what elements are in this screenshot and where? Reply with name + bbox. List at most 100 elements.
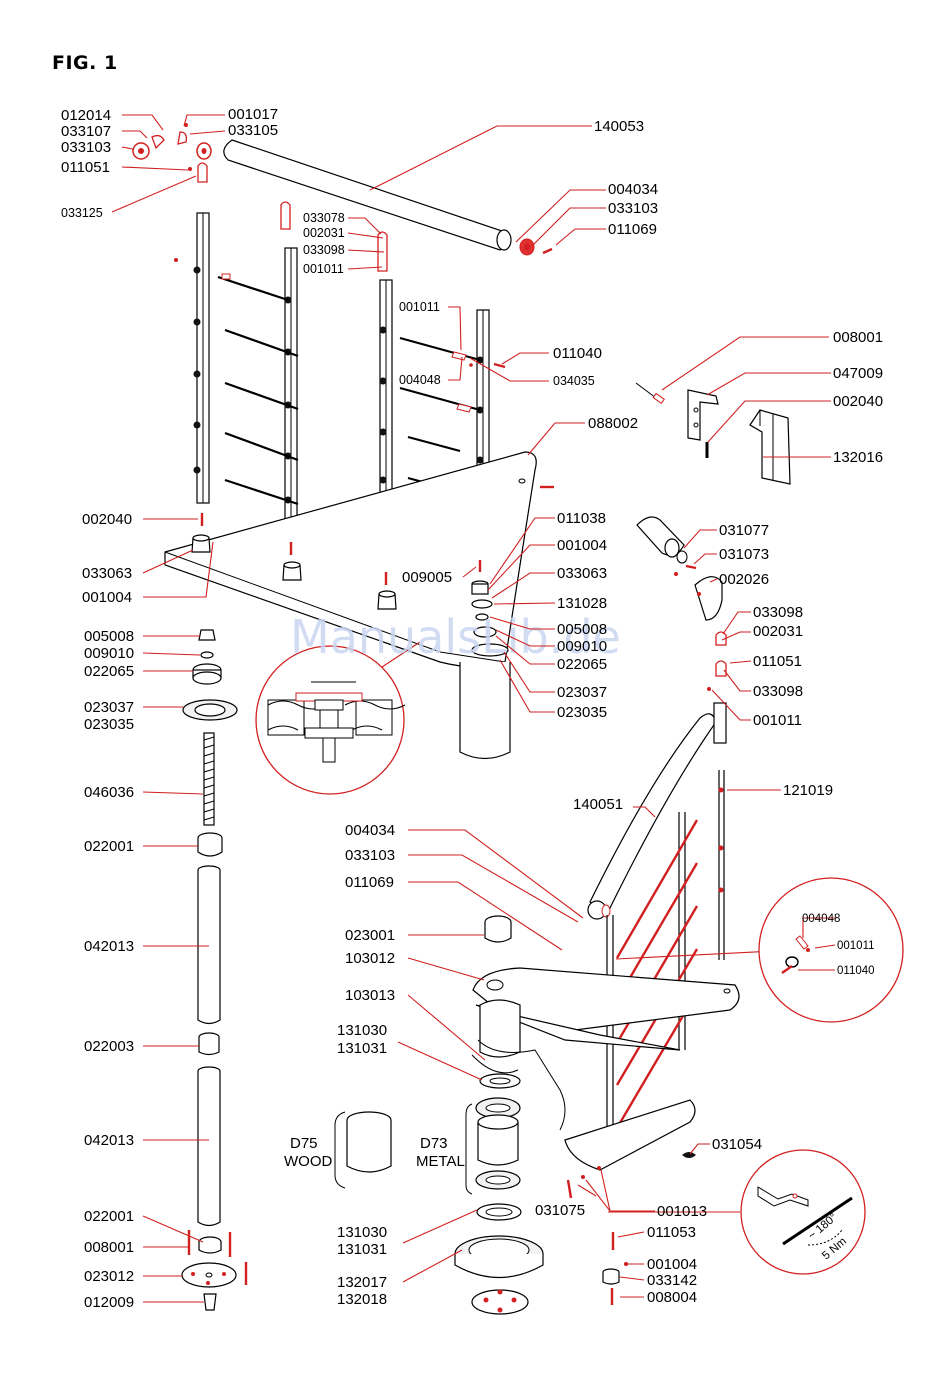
coupler-022003	[198, 1032, 220, 1056]
cap-023001	[484, 915, 512, 943]
label-001013: 001013	[657, 1203, 707, 1220]
label-033098-c: 033098	[753, 683, 803, 700]
wall-bracket-047009	[635, 382, 719, 458]
label-004034: 004034	[608, 181, 658, 198]
label-004048: 004048	[399, 373, 441, 387]
label-033103-c: 033103	[345, 847, 395, 864]
label-009010: 009010	[84, 645, 134, 662]
label-034035: 034035	[553, 374, 595, 388]
label-121019: 121019	[783, 782, 833, 799]
small-hardware-lower	[566, 1152, 696, 1305]
washer-ring-131031	[476, 1203, 522, 1221]
detail-circle-torque	[740, 1149, 866, 1275]
label-033063: 033063	[82, 565, 132, 582]
base-disc-132017	[454, 1235, 544, 1315]
spacer-d73-metal	[465, 1097, 521, 1195]
label-023012: 023012	[84, 1268, 134, 1285]
center-column-upper	[459, 662, 511, 760]
label-009010-b: 009010	[557, 638, 607, 655]
label-103013: 103013	[345, 987, 395, 1004]
end-cap-004034	[519, 238, 553, 256]
baluster-121019	[713, 702, 727, 960]
label-009005: 009005	[402, 569, 452, 586]
column-tube-042013-b	[197, 1066, 221, 1227]
label-001017: 001017	[228, 106, 278, 123]
label-011053: 011053	[647, 1224, 696, 1241]
label-033078: 033078	[303, 211, 345, 225]
label-011069: 011069	[608, 221, 657, 238]
label-031073: 031073	[719, 546, 769, 563]
label-042013-b: 042013	[84, 1132, 134, 1149]
label-042013: 042013	[84, 938, 134, 955]
label-001011-b: 001011	[399, 300, 440, 314]
handrail-section-031077	[636, 516, 723, 621]
label-011051-b: 011051	[753, 653, 802, 670]
label-002031: 002031	[303, 226, 345, 240]
label-023035: 023035	[84, 716, 134, 733]
label-022003: 022003	[84, 1038, 134, 1055]
baluster-post-2	[280, 201, 298, 531]
label-001011-d: 001011	[837, 940, 875, 952]
base-plate-023012	[181, 1230, 248, 1311]
label-002031-b: 002031	[753, 623, 803, 640]
label-022001: 022001	[84, 838, 134, 855]
label-d75: D75	[290, 1135, 318, 1152]
label-131030-b: 131030	[337, 1224, 387, 1241]
label-132018: 132018	[337, 1291, 387, 1308]
label-023001: 023001	[345, 927, 395, 944]
label-d73: D73	[420, 1135, 448, 1152]
label-046036: 046036	[84, 784, 134, 801]
baluster-post-1	[193, 162, 210, 504]
label-001004: 001004	[82, 589, 132, 606]
label-031054: 031054	[712, 1136, 762, 1153]
label-031077: 031077	[719, 522, 769, 539]
column-head-stack	[471, 580, 509, 657]
label-012009: 012009	[84, 1294, 134, 1311]
label-131031-b: 131031	[337, 1241, 387, 1258]
label-004048-b: 004048	[802, 913, 840, 925]
label-metal: METAL	[416, 1153, 465, 1170]
label-132016: 132016	[833, 449, 883, 466]
label-008001-b: 008001	[84, 1239, 134, 1256]
label-wood: WOOD	[284, 1153, 332, 1170]
label-033098-b: 033098	[753, 604, 803, 621]
label-033103-b: 033103	[608, 200, 658, 217]
label-002026: 002026	[719, 571, 769, 588]
spacer-022001-top	[197, 832, 223, 857]
label-011069-b: 011069	[345, 874, 394, 891]
label-033125: 033125	[61, 206, 103, 220]
label-011051: 011051	[61, 159, 110, 176]
threaded-rod-046036	[203, 732, 215, 826]
label-011040: 011040	[553, 345, 602, 362]
stair-treads-lower	[472, 967, 740, 1171]
label-001011-c: 001011	[753, 712, 802, 729]
bracket-cluster-top-left	[132, 123, 212, 171]
label-005008: 005008	[84, 628, 134, 645]
figure-title: FIG. 1	[52, 52, 118, 74]
label-033105: 033105	[228, 122, 278, 139]
center-column-lower	[471, 999, 566, 1131]
label-011038: 011038	[557, 510, 606, 527]
label-140051: 140051	[573, 796, 623, 813]
leader-lines	[111, 114, 836, 1303]
label-047009: 047009	[833, 365, 883, 382]
label-008001: 008001	[833, 329, 883, 346]
detail-circle-right	[758, 877, 904, 1023]
label-131031: 131031	[337, 1040, 387, 1057]
label-088002: 088002	[588, 415, 638, 432]
label-131028: 131028	[557, 595, 607, 612]
label-033142: 033142	[647, 1272, 697, 1289]
handrail-140053	[223, 139, 512, 251]
watermark-text: ManualsLib.de	[290, 610, 621, 664]
label-002040: 002040	[833, 393, 883, 410]
label-002040-b: 002040	[82, 511, 132, 528]
label-033098: 033098	[303, 243, 345, 257]
label-031075: 031075	[535, 1202, 585, 1219]
label-131030: 131030	[337, 1022, 387, 1039]
label-140053: 140053	[594, 118, 644, 135]
label-033063-b: 033063	[557, 565, 607, 582]
label-008004: 008004	[647, 1289, 697, 1306]
label-001004-c: 001004	[647, 1256, 697, 1273]
detail-circle-bolt-section	[255, 641, 421, 795]
